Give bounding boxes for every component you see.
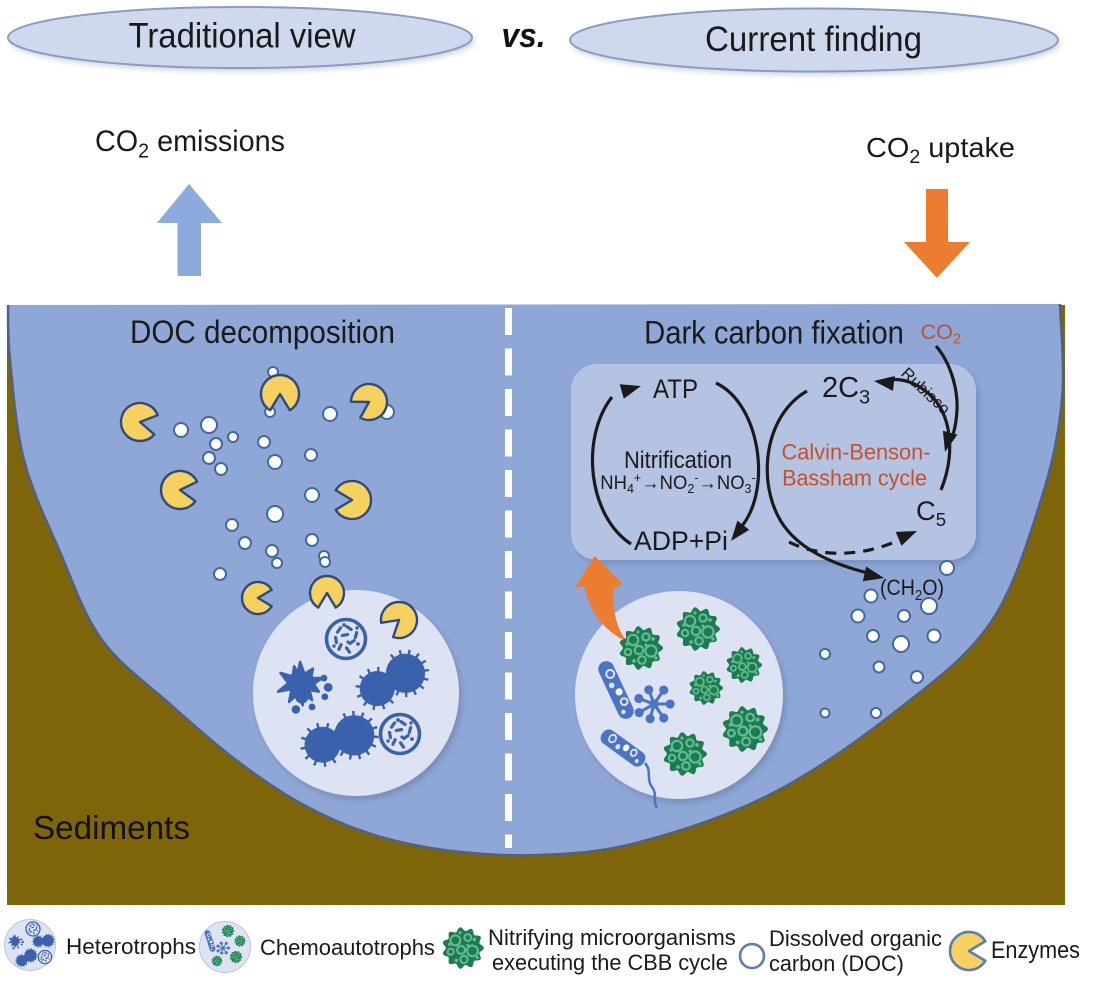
- svg-text:(CH2O): (CH2O): [880, 576, 944, 604]
- svg-text:2C3: 2C3: [822, 372, 870, 408]
- svg-text:CO2: CO2: [921, 319, 962, 348]
- svg-text:Chemoautotrophs: Chemoautotrophs: [260, 935, 435, 960]
- svg-text:Sediments: Sediments: [33, 810, 190, 847]
- svg-text:carbon (DOC): carbon (DOC): [769, 951, 904, 976]
- svg-text:Nitrification: Nitrification: [624, 446, 732, 473]
- svg-text:C5: C5: [916, 495, 946, 530]
- svg-text:CO2 emissions: CO2 emissions: [95, 124, 285, 162]
- svg-text:Calvin-Benson-: Calvin-Benson-: [782, 439, 931, 464]
- svg-text:vs.: vs.: [502, 16, 546, 54]
- svg-text:NH4+→NO2-→NO3-: NH4+→NO2-→NO3-: [600, 470, 755, 497]
- svg-text:Bassham cycle: Bassham cycle: [782, 465, 927, 491]
- svg-text:Traditional view: Traditional view: [129, 17, 356, 56]
- svg-text:CO2 uptake: CO2 uptake: [866, 132, 1015, 168]
- svg-text:Enzymes: Enzymes: [991, 936, 1080, 963]
- svg-text:DOC decomposition: DOC decomposition: [130, 314, 395, 350]
- svg-text:Dissolved organic: Dissolved organic: [769, 926, 942, 951]
- svg-text:Dark carbon fixation: Dark carbon fixation: [644, 315, 904, 350]
- svg-text:ATP: ATP: [653, 375, 698, 405]
- svg-text:executing the CBB cycle: executing the CBB cycle: [492, 950, 728, 975]
- svg-text:Nitrifying microorganisms: Nitrifying microorganisms: [488, 925, 736, 950]
- svg-text:Heterotrophs: Heterotrophs: [66, 934, 196, 959]
- svg-text:ADP+Pi: ADP+Pi: [634, 526, 728, 556]
- svg-text:Current finding: Current finding: [705, 20, 922, 59]
